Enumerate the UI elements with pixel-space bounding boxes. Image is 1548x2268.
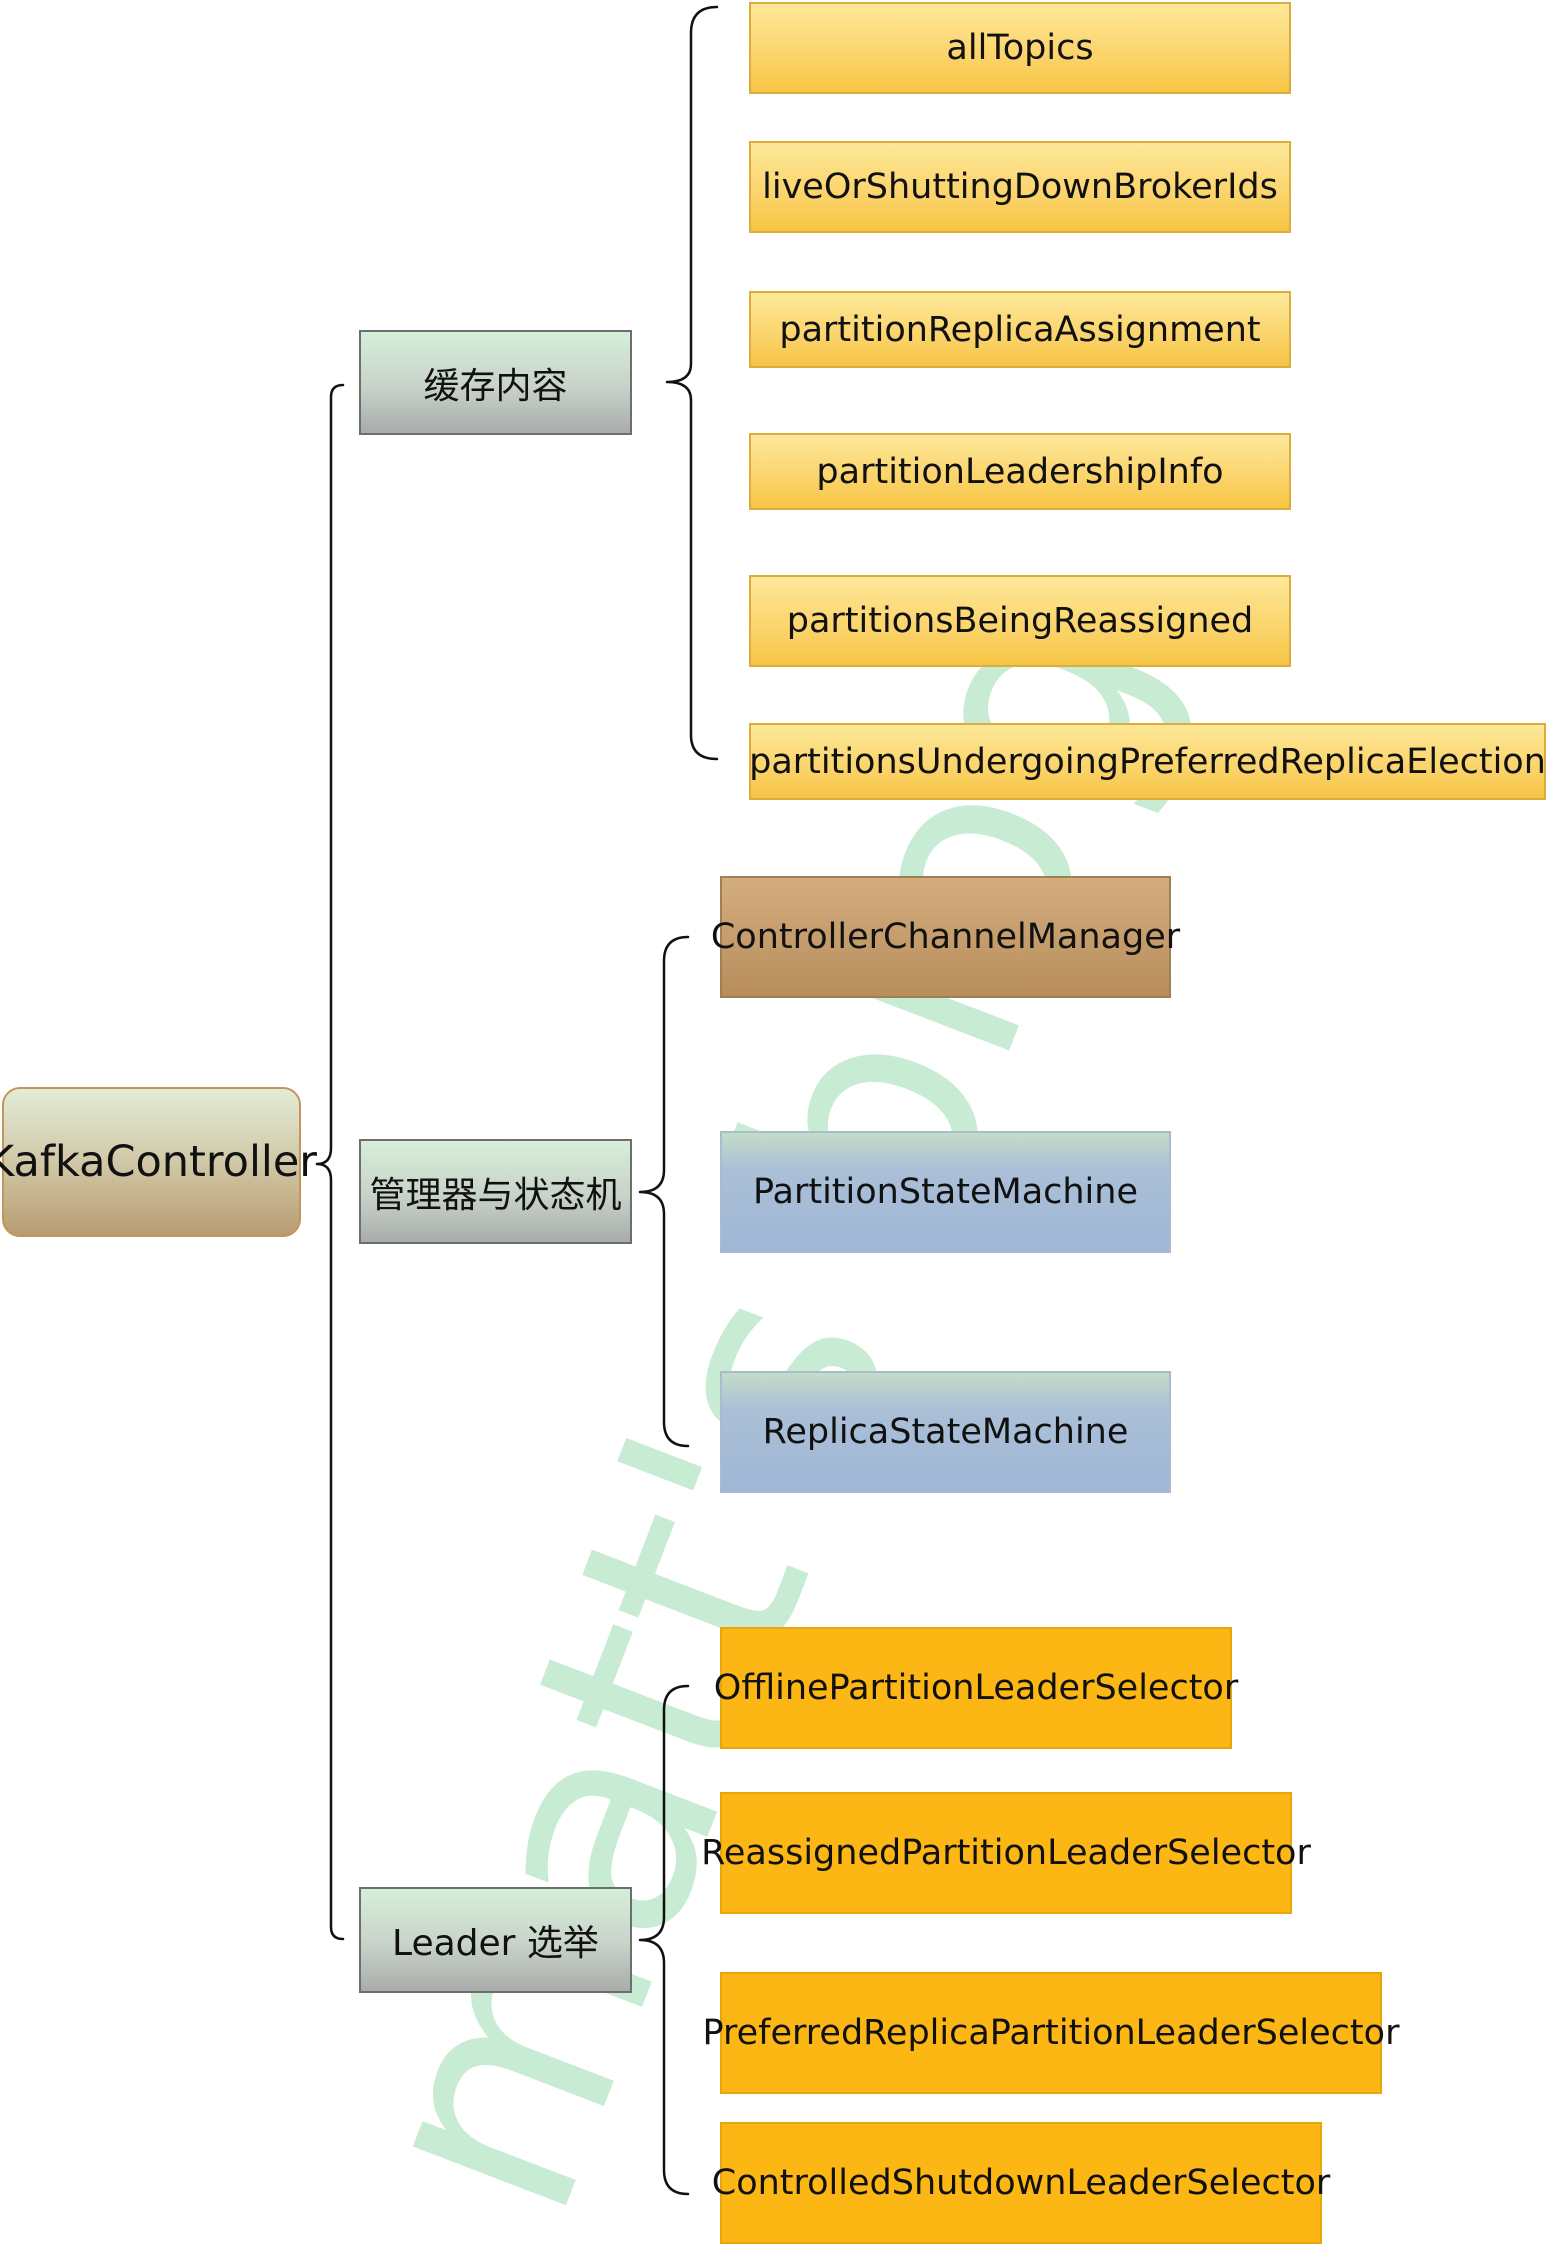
leaf-label: liveOrShuttingDownBrokerIds [762,167,1278,207]
leaf-partition-state-machine: PartitionStateMachine [720,1131,1171,1253]
connector-root [315,383,345,1941]
leaf-label: partitionsUndergoingPreferredReplicaElec… [749,741,1546,782]
leaf-offline-partition-leader-selector: OfflinePartitionLeaderSelector [714,1627,1238,1749]
branch-cache: 缓存内容 [359,330,632,435]
leaf-partition-leadership-info: partitionLeadershipInfo [749,433,1291,510]
connector-managers [638,935,690,1448]
branch-label: Leader 选举 [392,1923,599,1964]
leaf-label: allTopics [946,28,1094,68]
leaf-label: ReassignedPartitionLeaderSelector [701,1833,1311,1873]
leaf-preferred-replica-partition-leader-selector: PreferredReplicaPartitionLeaderSelector [703,1972,1399,2094]
leaf-label: OfflinePartitionLeaderSelector [713,1668,1239,1708]
branch-label: 缓存内容 [423,365,568,407]
branch-label: 管理器与状态机 [369,1174,622,1216]
root-label: KafkaController [0,1137,317,1187]
leaf-controlled-shutdown-leader-selector: ControlledShutdownLeaderSelector [712,2122,1330,2244]
leaf-replica-state-machine: ReplicaStateMachine [720,1371,1171,1493]
leaf-controller-channel-manager: ControllerChannelManager [711,876,1180,998]
branch-leader: Leader 选举 [359,1887,632,1993]
leaf-all-topics: allTopics [749,2,1291,94]
leaf-label: ReplicaStateMachine [762,1412,1129,1452]
leaf-partitions-undergoing-preferred-replica-election: partitionsUndergoingPreferredReplicaElec… [749,723,1546,800]
leaf-live-or-shutting-down-broker-ids: liveOrShuttingDownBrokerIds [749,141,1291,233]
leaf-partitions-being-reassigned: partitionsBeingReassigned [749,575,1291,667]
leaf-label: PreferredReplicaPartitionLeaderSelector [702,2013,1400,2053]
leaf-reassigned-partition-leader-selector: ReassignedPartitionLeaderSelector [701,1792,1311,1914]
connector-cache [665,5,719,761]
leaf-label: ControlledShutdownLeaderSelector [711,2163,1331,2203]
leaf-label: partitionLeadershipInfo [816,451,1224,492]
connector-leader [638,1684,690,2196]
leaf-partition-replica-assignment: partitionReplicaAssignment [749,291,1291,368]
leaf-label: partitionsBeingReassigned [786,601,1254,641]
root-node: KafkaController [0,1087,317,1237]
leaf-label: PartitionStateMachine [752,1172,1139,1212]
branch-managers: 管理器与状态机 [359,1139,632,1244]
leaf-label: partitionReplicaAssignment [779,309,1261,350]
leaf-label: ControllerChannelManager [710,917,1181,957]
